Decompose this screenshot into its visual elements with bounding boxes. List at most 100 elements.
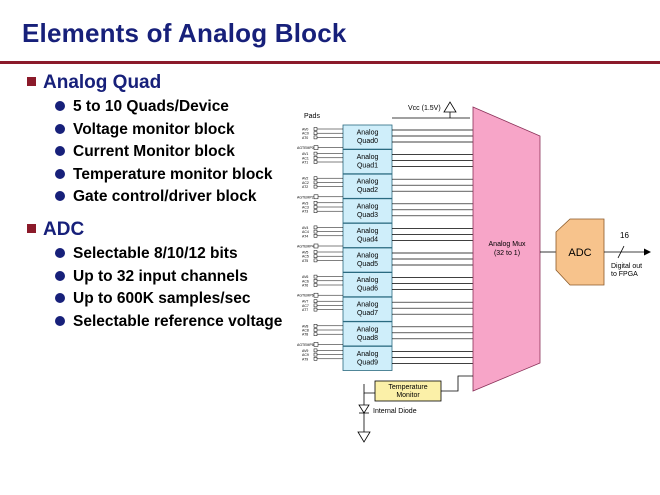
pad-icon <box>313 332 318 336</box>
pad-label: AV5 <box>302 251 308 255</box>
pad-icon <box>313 180 318 185</box>
list-item: Up to 600K samples/sec <box>55 288 282 311</box>
bullet-icon <box>55 101 65 111</box>
pad-label: AC3 <box>302 206 309 210</box>
quad-label-line1: Analog <box>357 253 379 260</box>
pad-label: AC5 <box>302 255 309 259</box>
pad-label: AV6 <box>302 275 308 279</box>
pad-icon <box>313 151 318 156</box>
adc-label: ADC <box>568 247 591 259</box>
pad-icon <box>313 201 318 205</box>
list-item: Selectable 8/10/12 bits <box>55 243 282 266</box>
section-heading-text: Analog Quad <box>43 72 162 93</box>
bullet-icon <box>55 168 65 179</box>
pad-icon <box>313 357 318 361</box>
pad-label: AC6 <box>302 279 309 283</box>
gate-label: AGTEMP4 <box>297 245 314 249</box>
gate-label: AGTEMP2 <box>297 195 314 199</box>
pad-label: AT9 <box>302 357 308 361</box>
pad-label: AV7 <box>302 300 308 304</box>
quad-label-line1: Analog <box>357 302 379 309</box>
pad-label: AT8 <box>302 333 308 337</box>
gate-label: AGTEMP8 <box>297 343 314 347</box>
gate-driver-icon <box>313 145 319 150</box>
diode-icon <box>358 404 370 414</box>
quad-label-line2: Quad1 <box>357 163 378 170</box>
quad-label-line1: Analog <box>357 228 379 235</box>
quad-label-line2: Quad5 <box>357 261 378 268</box>
digital-out-label-line2: to FPGA <box>611 271 638 278</box>
analog-quad-block <box>342 247 393 273</box>
pad-icon <box>313 324 318 328</box>
bullet-text: Selectable reference voltage <box>73 312 283 330</box>
title-divider <box>0 61 660 64</box>
quad-label-line2: Quad6 <box>357 286 378 293</box>
list-item: Temperature monitor block <box>55 164 273 187</box>
pad-label: AV4 <box>302 226 308 230</box>
list-item: Up to 32 input channels <box>55 266 282 289</box>
pad-label: AV8 <box>302 324 308 328</box>
quad-label-line2: Quad7 <box>357 310 378 317</box>
analog-quad-block <box>342 149 393 175</box>
pad-label: AC9 <box>302 353 309 357</box>
bullet-icon <box>55 146 65 156</box>
bullet-text: Current Monitor block <box>73 143 235 160</box>
gate-driver-icon <box>313 194 319 200</box>
pad-icon <box>313 307 318 312</box>
pad-label: AV0 <box>302 128 308 132</box>
pad-label: AC7 <box>302 304 309 308</box>
analog-quad-block <box>342 198 393 224</box>
gate-label: AGTEMP0 <box>297 146 314 150</box>
gate-label: AGTEMP6 <box>297 294 314 298</box>
pad-icon <box>313 303 318 308</box>
quad-label-line2: Quad0 <box>357 138 378 145</box>
square-bullet-icon <box>27 224 36 233</box>
bullet-text: 5 to 10 Quads/Device <box>73 98 229 115</box>
analog-quad-block <box>342 173 393 199</box>
pad-icon <box>313 160 318 164</box>
bullet-icon <box>55 315 65 326</box>
analog-quad-bullet-list: 5 to 10 Quads/Device Voltage monitor blo… <box>55 96 273 209</box>
bullet-icon <box>55 123 65 134</box>
pad-icon <box>313 184 318 189</box>
gate-driver-icon <box>313 292 319 298</box>
temp-monitor-wire <box>441 375 473 392</box>
pad-label: AV2 <box>302 177 308 181</box>
pad-label: AC2 <box>302 181 309 185</box>
pad-icon <box>313 229 318 234</box>
pad-icon <box>313 348 318 353</box>
pad-icon <box>313 328 318 332</box>
adc-bullet-list: Selectable 8/10/12 bits Up to 32 input c… <box>55 243 282 333</box>
pad-icon <box>313 156 318 160</box>
bullet-icon <box>55 270 65 281</box>
analog-quad-block <box>342 296 393 322</box>
pad-label: AT1 <box>302 161 308 165</box>
ground-icon <box>357 431 371 443</box>
quads-layer: AnalogQuad0AV0AC0AT0AGTEMP0AnalogQuad1AV… <box>297 124 473 371</box>
bus-width-label: 16 <box>620 231 629 240</box>
quad-label-line2: Quad4 <box>357 236 378 243</box>
bullet-icon <box>55 248 65 258</box>
pad-icon <box>313 258 318 263</box>
pad-label: AT0 <box>302 136 308 140</box>
quad-label-line2: Quad3 <box>357 212 378 219</box>
list-item: Voltage monitor block <box>55 119 273 142</box>
pad-icon <box>313 234 318 238</box>
section-heading-text: ADC <box>43 219 85 240</box>
pad-label: AV3 <box>302 201 308 205</box>
pad-label: AT6 <box>302 284 308 288</box>
quad-label-line1: Analog <box>357 326 379 333</box>
output-arrow-icon <box>644 248 651 256</box>
section-heading-analog-quad: Analog Quad <box>27 72 161 94</box>
pad-icon <box>313 250 318 254</box>
pad-label: AV9 <box>302 349 308 353</box>
analog-quad-block <box>342 272 393 298</box>
